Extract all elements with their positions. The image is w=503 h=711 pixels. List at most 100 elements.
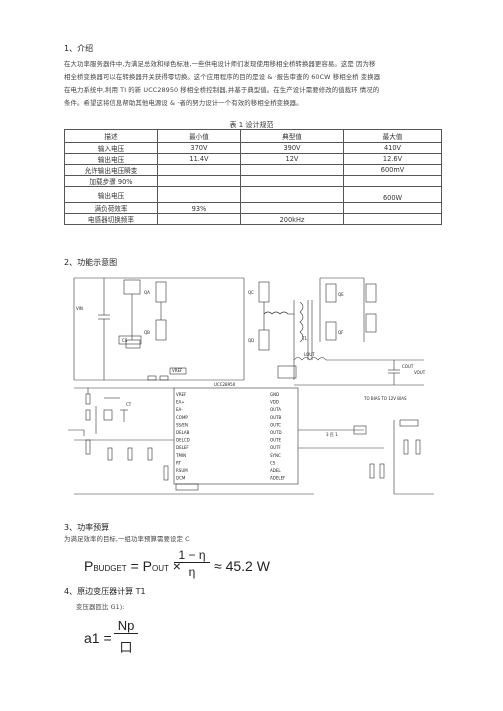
table-cell	[239, 175, 345, 187]
table-cell: 200kHz	[239, 213, 345, 225]
ic-pin-label: ADEL	[270, 468, 281, 473]
ic-pin-label: EA-	[176, 407, 183, 412]
intro-line: 条件。希望这将信息帮助其他电源设 & ·者的努力设计一个有效的移相全桥变换器。	[64, 99, 303, 107]
ic-pin-label: DELCD	[176, 438, 190, 443]
table-cell	[239, 164, 345, 176]
table-row: 加载步骤 90%	[64, 175, 442, 187]
label-qd: QD	[248, 338, 254, 343]
ic-pin-label: ADELEF	[270, 476, 286, 481]
table-cell	[157, 175, 241, 187]
ic-pin-label: GND	[270, 392, 279, 397]
power-budget-formula: PBUDGET = POUT × 1 − η η ≈ 45.2 W	[84, 548, 270, 579]
intro-paragraph: 在大功率服务器件中,为满足总效和绿色标准,一些供电设计师们发现使用移相全桥转换器…	[64, 58, 447, 110]
label-qc: QC	[248, 290, 254, 295]
table-row: 输出电压 600W	[64, 186, 442, 203]
table-cell	[157, 164, 241, 176]
label-bias: TO BIAS TO 12V BIAS	[363, 396, 407, 401]
header-cell: 最小值	[157, 129, 241, 143]
formula-result: ≈ 45.2 W	[214, 558, 270, 574]
table-cell: 满负荷效率	[64, 202, 158, 214]
header-cell: 典型值	[239, 129, 345, 143]
table-cell: 600mV	[343, 164, 442, 176]
label-qa: QA	[144, 290, 150, 295]
ic-pin-label: DELEF	[176, 445, 189, 450]
section-heading-intro: 1、介绍	[64, 44, 94, 53]
label-vout: VOUT	[414, 370, 426, 375]
design-spec-table: 描述 最小值 典型值 最大值 输入电压 370V 390V 410V 输出电压 …	[64, 129, 442, 225]
table-cell	[343, 213, 442, 225]
table-cell: 12V	[239, 153, 345, 165]
ic-pin-label: DELAB	[176, 430, 190, 435]
ic-pin-label: OUTD	[270, 430, 282, 435]
header-cell: 最大值	[343, 129, 442, 143]
ic-pin-label: CS	[270, 460, 276, 465]
ic-pin-label: TMIN	[175, 453, 186, 458]
label-ic: UCC28950	[214, 382, 236, 387]
section-heading-transformer: 4、原边变压器计算 T1	[64, 587, 146, 596]
ic-pin-label: OUTE	[270, 438, 282, 443]
power-budget-paragraph: 为满足效率的目标,一组功率预算需要设定 C	[64, 535, 190, 543]
table-cell: 输入电压	[64, 142, 158, 154]
turns-ratio-formula: a1 = Np 口	[84, 618, 204, 658]
table-cell: 410V	[343, 142, 442, 154]
ic-pin-label: RSUM	[176, 468, 188, 473]
ic-pin-label: OUTA	[270, 407, 281, 412]
table-cell: 600W	[343, 186, 442, 203]
label-cout: COUT	[402, 364, 414, 369]
table-cell: 电感器切换频率	[64, 213, 158, 225]
label-t1: T1	[301, 336, 307, 341]
label-qb: QB	[144, 330, 150, 335]
formula-denominator: η	[188, 565, 196, 579]
label-note: 3 匹 1	[326, 432, 338, 437]
table-cell: 370V	[157, 142, 241, 154]
table-cell: 输出电压	[64, 153, 158, 165]
table-cell: 加载步骤 90%	[64, 175, 158, 187]
table-row: 满负荷效率 93%	[64, 202, 442, 214]
table-cell: 允许输出电压瞬变	[64, 164, 158, 176]
label-cs: CS	[122, 338, 128, 343]
table-cell	[239, 202, 345, 214]
label-qf: QF	[338, 330, 344, 335]
turns-ratio-label: 变压器匝比 G1):	[76, 603, 125, 611]
ic-pin-label: DCM	[176, 476, 186, 481]
table-row: 电感器切换频率 200kHz	[64, 213, 442, 225]
table-cell	[343, 202, 442, 214]
label-vref: VREF	[172, 368, 183, 373]
table-cell	[157, 186, 241, 203]
intro-line: 在电力系统中,利用 TI 的新 UCC28950 移相全桥控制器,并基于典型值。…	[64, 86, 380, 94]
ic-pin-label: SYNC	[270, 453, 281, 458]
ic-pin-label: EA+	[176, 400, 185, 405]
table-caption: 表 1 设计规范	[229, 121, 274, 129]
table-row: 输入电压 370V 390V 410V	[64, 142, 442, 154]
ic-pin-label: OUTB	[270, 415, 282, 420]
ic-pin-label: SS/EN	[176, 422, 188, 427]
formula2-numerator: Np	[114, 618, 138, 634]
formula-sub-out: OUT	[151, 564, 169, 573]
header-cell: 描述	[64, 129, 158, 143]
formula-sub-budget: BUDGET	[93, 564, 127, 573]
ic-pin-label: OUTF	[270, 445, 282, 450]
table-cell: 输出电压	[64, 186, 158, 203]
intro-line: 在大功率服务器件中,为满足总效和绿色标准,一些供电设计师们发现使用移相全桥转换器…	[64, 60, 376, 68]
section-heading-schematic: 2、功能示意图	[64, 258, 118, 267]
label-vin: VIN	[76, 306, 83, 311]
formula2-denominator: 口	[119, 640, 133, 655]
label-qe: QE	[338, 292, 344, 297]
table-cell: 390V	[239, 142, 345, 154]
table-cell	[157, 213, 241, 225]
table-row: 允许输出电压瞬变 600mV	[64, 164, 442, 176]
ic-right-pins: GND VDD OUTA OUTB OUTC OUTD OUTE OUTF SYNC CS ADEL…	[270, 392, 286, 481]
label-lout: LOUT	[304, 352, 315, 357]
table-cell: 12.6V	[343, 153, 442, 165]
formula2-lhs: a1 =	[84, 630, 112, 646]
ic-pin-label: OUTC	[270, 422, 281, 427]
ic-pin-label: RT	[176, 460, 181, 465]
table-row: 输出电压 11.4V 12V 12.6V	[64, 153, 442, 165]
intro-line: 相全桥变换器可以在转换器开关获得零切换。这个应用程序的目的是设 & ·报告审查的…	[64, 73, 381, 81]
table-cell	[343, 175, 442, 187]
table-header-row: 描述 最小值 典型值 最大值	[64, 129, 442, 143]
table-cell: 11.4V	[157, 153, 241, 165]
ic-left-pins: VREFEA+EA-COMPSS/ENDELABDELCDDELEFTMINRT…	[175, 392, 190, 481]
ic-pin-label: VDD	[270, 400, 279, 405]
